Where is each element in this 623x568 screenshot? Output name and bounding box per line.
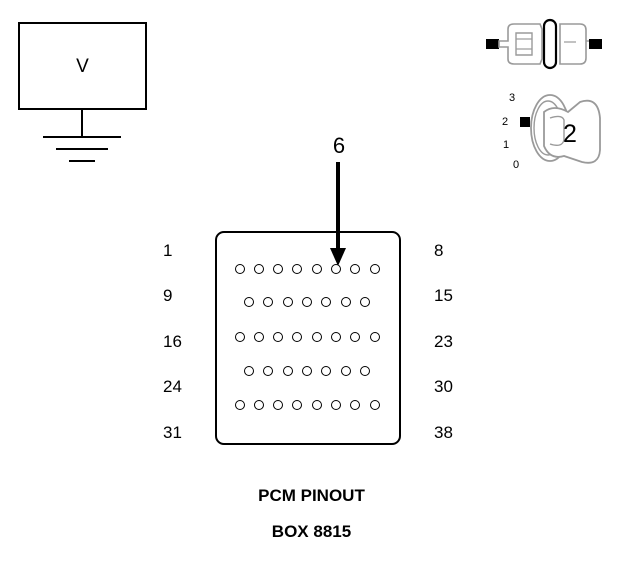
row-1-right-pin-number: 8 [434,241,444,260]
connector-pin-hole [282,297,293,307]
row-3-left-pin-number: 16 [163,332,182,351]
connector-pin-hole [244,297,254,307]
pin-arrow-icon [330,162,346,266]
connector-pin-hole [292,264,303,274]
connector-pin-hole [359,297,370,307]
connector-pin-hole [321,297,332,307]
connector-pin-hole [340,297,351,307]
connector-pin-hole [359,366,370,376]
row-3-right-pin-number: 23 [434,332,453,351]
connector-pin-hole [273,264,284,274]
row-5-right-pin-number: 38 [434,423,453,442]
connector-pin-hole [273,332,284,342]
row-1-left-pin-number: 1 [163,241,173,260]
connector-pin-hole [273,400,284,410]
connector-pin-hole [263,297,274,307]
connector-pin-hole [369,264,380,274]
connector-pin-hole [282,366,293,376]
ignition-position-1: 1 [503,139,510,151]
connector-pin-hole [253,332,264,342]
connector-pin-hole [331,332,341,342]
connector-pin-hole [311,332,322,342]
voltmeter-box: V [18,22,147,110]
ignition-position-3: 3 [509,92,516,104]
connector-pin-hole [301,366,312,376]
row-2-right-pin-number: 15 [434,286,453,305]
connector-pin-hole [234,264,245,274]
connector-pin-hole [301,297,312,307]
connector-pin-hole [292,400,303,410]
connector-pin-hole [331,264,341,274]
connector-pin-hole [311,400,322,410]
connector-pin-hole [244,366,254,376]
diagram-title: PCM PINOUT [258,486,365,505]
connector-pin-hole [253,400,264,410]
row-4-right-pin-number: 30 [434,377,453,396]
connector-pin-hole [350,400,361,410]
connector-pin-hole [350,264,361,274]
connector-pin-hole [331,400,341,410]
ignition-key-icon [520,94,601,164]
connector-pin-hole [350,332,361,342]
pcm-connector [215,231,401,445]
ignition-selected-position: 2 [563,120,577,148]
connector-pin-hole [292,332,303,342]
connector-pin-hole [263,366,274,376]
connector-pin-hole [253,264,264,274]
ignition-position-0: 0 [513,159,520,171]
connector-disconnect-icon [486,18,602,70]
connector-pin-hole [234,400,245,410]
diagram-subtitle: BOX 8815 [271,522,352,541]
row-2-left-pin-number: 9 [163,286,173,305]
ignition-position-2: 2 [502,116,509,128]
connector-pin-hole [369,332,380,342]
highlight-pin-label: 6 [332,133,346,158]
voltmeter-label: V [76,56,89,77]
connector-pin-hole [234,332,245,342]
connector-pin-hole [340,366,351,376]
connector-pin-hole [311,264,322,274]
connector-pin-hole [321,366,332,376]
row-4-left-pin-number: 24 [163,377,182,396]
row-5-left-pin-number: 31 [163,423,182,442]
connector-pin-hole [369,400,380,410]
